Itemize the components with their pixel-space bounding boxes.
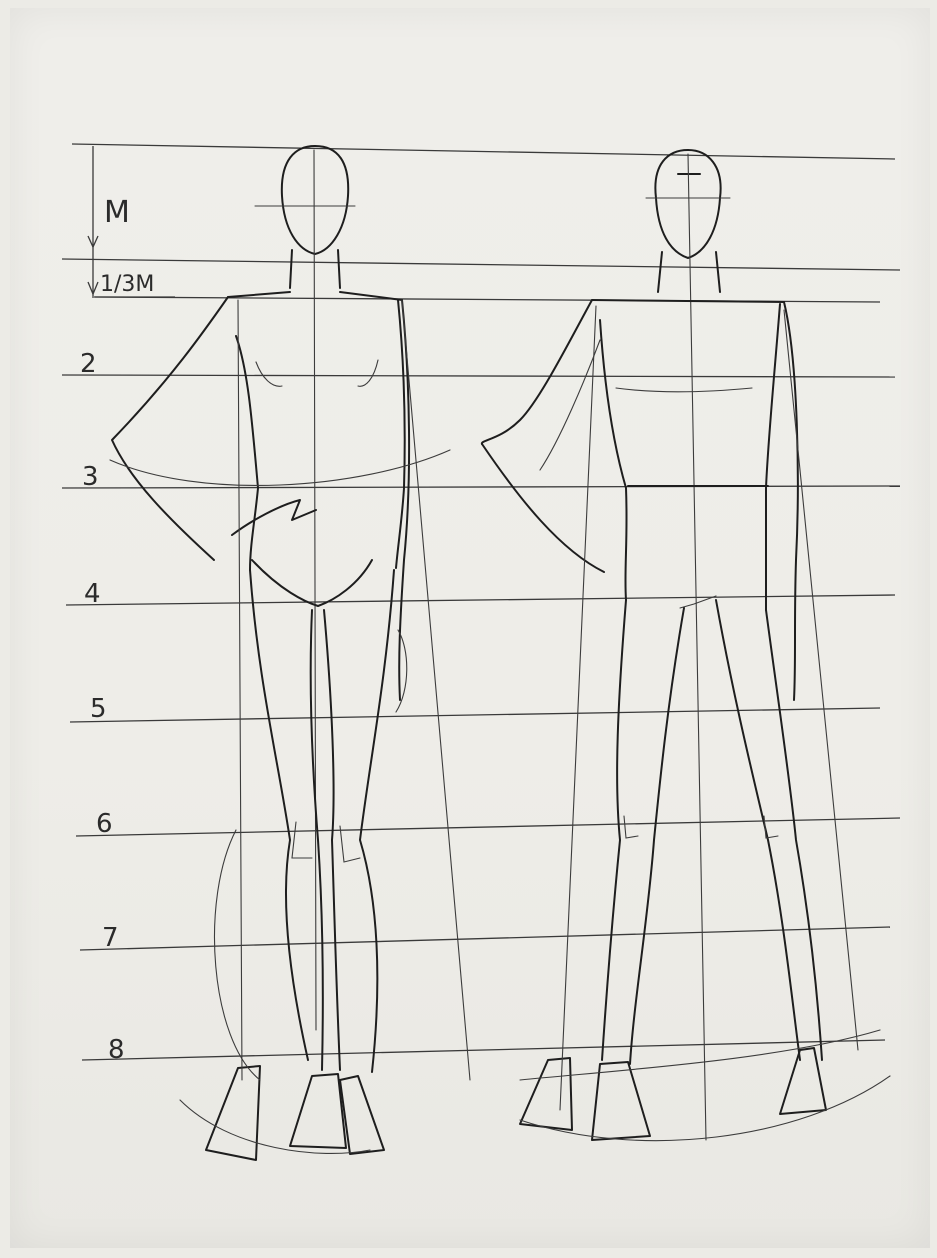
guide-line-8	[82, 1040, 885, 1060]
guide-line-4	[66, 595, 895, 605]
guide-line-chin	[62, 259, 900, 270]
female-right-torso	[396, 300, 405, 568]
female-right-leg-outer	[360, 570, 394, 1072]
guide-line-5	[70, 708, 880, 722]
male-right-foot	[780, 1048, 826, 1114]
female-right-hand	[396, 630, 407, 712]
label-row-3: 3	[82, 462, 99, 492]
label-row-8: 8	[108, 1035, 125, 1065]
male-center-foot	[592, 1062, 650, 1140]
female-right-foot	[340, 1076, 384, 1154]
label-row-6: 6	[96, 809, 113, 839]
male-left-knee	[624, 816, 638, 838]
female-waist-arc	[110, 450, 450, 485]
female-right-leg-inner	[324, 610, 340, 1070]
measure-labels: M 1/3M 2 3 4 5 6 7 8	[80, 195, 154, 1065]
male-left-leg-outer	[602, 600, 626, 1060]
male-right-torso	[766, 304, 780, 610]
guide-line-2	[62, 375, 895, 377]
male-left-foot	[520, 1058, 572, 1130]
male-left-forearm	[482, 444, 604, 572]
female-bust-right	[358, 360, 378, 386]
label-row-4: 4	[84, 579, 101, 609]
female-left-arm	[112, 297, 228, 560]
male-chest-line	[616, 388, 752, 392]
female-center-line	[314, 150, 316, 1030]
female-hip-line	[252, 560, 372, 606]
female-bust-left	[256, 362, 282, 386]
male-right-leg-inner	[716, 600, 800, 1060]
female-construction-right	[402, 300, 470, 1080]
male-construction-left	[560, 306, 596, 1110]
female-left-leg-inner	[311, 610, 323, 1070]
female-construction-left	[238, 300, 242, 1080]
female-right-knee	[340, 826, 360, 862]
guide-line-3	[62, 486, 900, 488]
label-row-5: 5	[90, 694, 107, 724]
label-row-2: 2	[80, 349, 97, 379]
male-bottom-arc	[520, 1030, 880, 1080]
guide-line-top	[72, 144, 895, 159]
female-left-leg-outer	[250, 570, 308, 1060]
male-figure	[482, 150, 890, 1141]
male-right-arm	[784, 302, 798, 700]
guide-line-7	[80, 927, 890, 950]
female-center-foot	[290, 1074, 346, 1148]
female-left-knee	[292, 822, 312, 858]
female-left-forearm	[232, 500, 316, 535]
male-left-torso	[600, 320, 627, 600]
male-right-knee	[764, 816, 778, 838]
male-left-arm	[482, 300, 592, 444]
male-shoulders	[592, 300, 784, 302]
male-left-arm-inner	[540, 340, 600, 470]
guide-line-6	[76, 818, 900, 836]
female-head	[282, 146, 348, 254]
female-leg-arc	[214, 830, 260, 1080]
female-left-foot	[206, 1066, 260, 1160]
label-neck-unit: 1/3M	[100, 272, 154, 297]
label-row-7: 7	[102, 923, 119, 953]
label-head-unit: M	[104, 195, 130, 230]
female-neck	[290, 250, 340, 288]
horizontal-guide-lines	[62, 144, 900, 1060]
